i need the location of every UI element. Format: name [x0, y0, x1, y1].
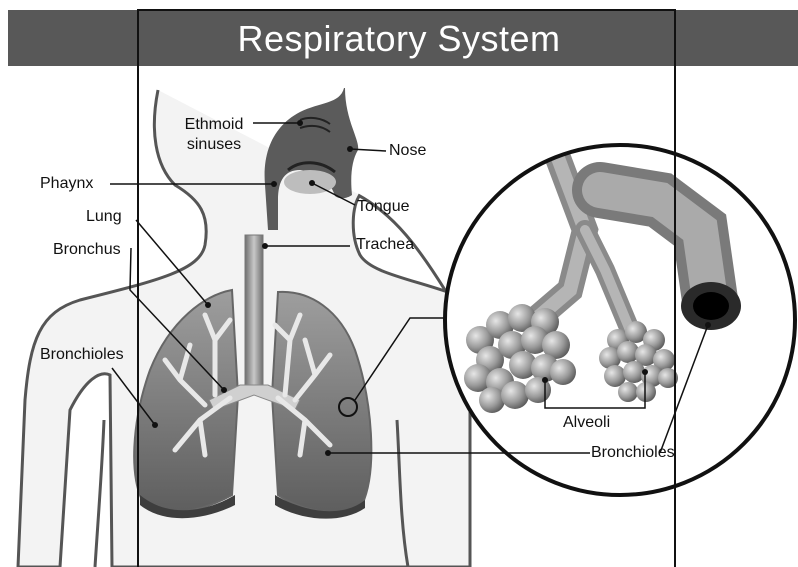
label-trachea: Trachea	[356, 235, 414, 254]
label-nose: Nose	[389, 141, 426, 160]
frame-border	[137, 9, 676, 567]
label-ethmoid: Ethmoid	[176, 115, 252, 134]
label-bronchioles-right: Bronchioles	[591, 443, 675, 462]
label-bronchioles-left: Bronchioles	[40, 345, 124, 364]
label-phaynx: Phaynx	[40, 174, 93, 193]
label-tongue: Tongue	[357, 197, 410, 216]
label-lung: Lung	[86, 207, 122, 226]
label-bronchus: Bronchus	[53, 240, 121, 259]
label-sinuses: sinuses	[176, 135, 252, 154]
label-alveoli: Alveoli	[563, 413, 610, 432]
